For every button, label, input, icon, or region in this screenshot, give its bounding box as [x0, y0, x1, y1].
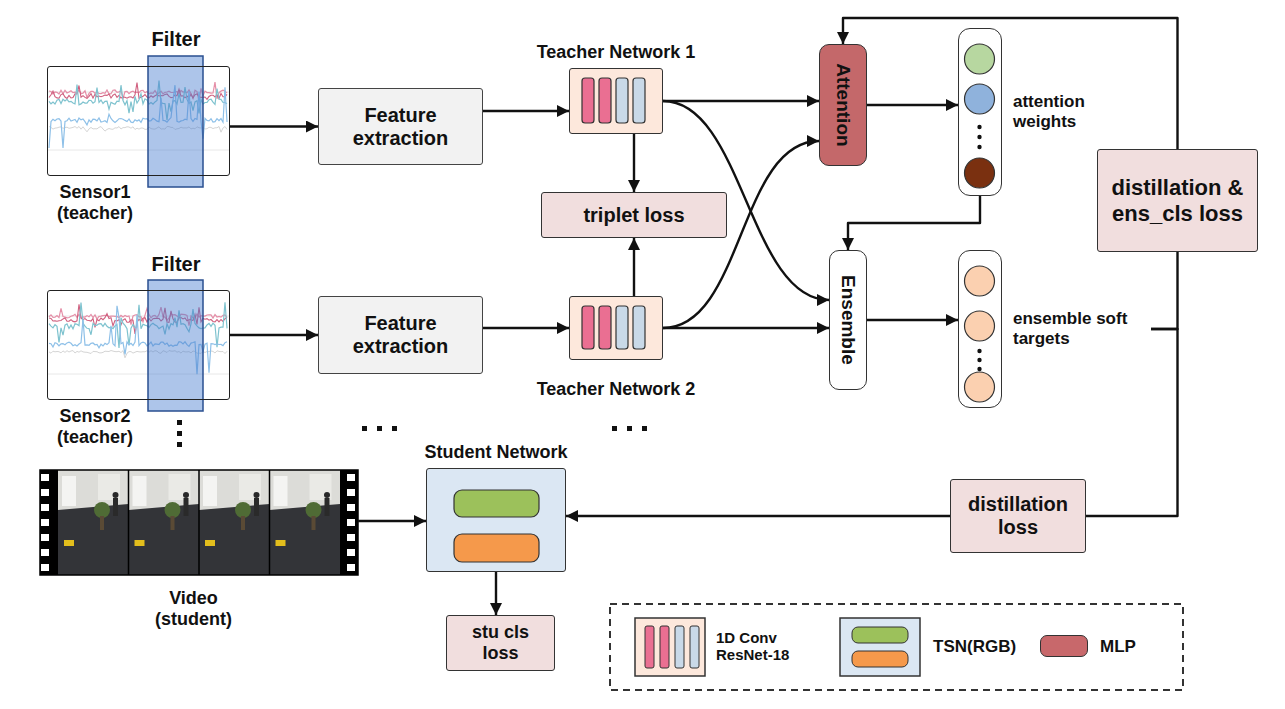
node-label: stu cls loss	[461, 622, 541, 663]
node-art	[570, 297, 661, 358]
connector	[230, 334, 318, 336]
connector	[843, 18, 1178, 149]
ellipsis-dot	[977, 367, 981, 371]
loss-box: distillation loss	[950, 479, 1086, 553]
node-art	[570, 69, 661, 132]
connector	[1086, 329, 1178, 516]
ellipsis-dot	[977, 349, 981, 353]
connector	[358, 520, 426, 522]
connector	[867, 104, 958, 106]
node-art	[427, 469, 564, 570]
soft-target-vector: ensemble soft targets	[958, 250, 1002, 408]
vector-element	[965, 266, 995, 296]
weight-vector: attention weights	[958, 28, 1002, 196]
node-label: Attention	[832, 63, 854, 146]
connector	[663, 327, 829, 329]
resnet-icon	[635, 618, 705, 676]
legend-text: TSN(RGB)	[933, 637, 1033, 657]
node-heading: Teacher Network 1	[537, 42, 696, 63]
node-art	[959, 251, 1000, 406]
node-label: Feature extraction	[331, 312, 471, 358]
loss-box: stu cls loss	[446, 615, 555, 671]
connector	[848, 196, 980, 250]
connector	[483, 327, 569, 329]
mlp-box: Attention	[819, 44, 867, 166]
vector-element	[965, 158, 995, 188]
node-art-part	[454, 534, 539, 562]
connector	[566, 515, 950, 517]
legend-swatch	[1040, 635, 1088, 657]
legend-text: MLP	[1100, 637, 1170, 657]
node-art-part	[633, 78, 645, 123]
node-art	[959, 29, 1000, 194]
tsn-icon	[840, 618, 920, 676]
node-art-part	[616, 306, 628, 349]
node-heading: Teacher Network 2	[537, 379, 696, 400]
node-heading: Sensor1 (teacher)	[40, 182, 150, 223]
vector-element	[965, 372, 995, 402]
sensor-signal-1	[47, 56, 230, 187]
filter-label: Filter	[148, 253, 204, 276]
ellipsis-dot	[977, 125, 981, 129]
node-label: distillation & ens_cls loss	[1108, 175, 1248, 226]
node-heading: Student Network	[424, 442, 567, 463]
connector	[633, 238, 635, 296]
connector	[1151, 252, 1178, 329]
node-art-part	[616, 78, 628, 123]
node-heading: Sensor2 (teacher)	[40, 406, 150, 447]
connector	[633, 134, 635, 192]
connector	[483, 110, 569, 112]
node-art-part	[454, 490, 539, 517]
node-label: Ensemble	[837, 275, 859, 365]
node-art-part	[633, 306, 645, 349]
node-heading: ensemble soft targets	[1013, 309, 1143, 348]
connector	[867, 319, 958, 321]
node-art-part	[599, 78, 611, 123]
film-strip	[40, 470, 358, 575]
ellipsis-dot	[977, 358, 981, 362]
node-heading: Video (student)	[139, 588, 249, 629]
legend-frame	[610, 604, 1183, 690]
node-label: Feature extraction	[331, 104, 471, 150]
connector	[230, 125, 318, 127]
sensor-plot: Sensor2 (teacher)	[47, 290, 230, 400]
process-box: Feature extraction	[318, 296, 483, 374]
vector-element	[965, 84, 995, 114]
loss-box: triplet loss	[541, 192, 727, 238]
student-network: Student Network	[426, 468, 566, 572]
node-art-part	[599, 306, 611, 349]
node-label: triplet loss	[583, 204, 684, 227]
connector	[663, 100, 819, 102]
sensor-signal-2	[47, 280, 230, 411]
process-box: Feature extraction	[318, 88, 483, 165]
node-art-part	[582, 306, 594, 349]
vector-element	[965, 44, 995, 74]
continuation-dots	[177, 420, 647, 447]
node-label: distillation loss	[961, 493, 1076, 539]
node-art-part	[582, 78, 594, 123]
node-heading: attention weights	[1013, 92, 1103, 131]
vector-element	[965, 311, 995, 341]
legend-text: 1D Conv ResNet-18	[716, 629, 816, 664]
ellipsis-dot	[977, 145, 981, 149]
sensor-plot: Sensor1 (teacher)	[47, 66, 230, 176]
ellipsis-dot	[977, 135, 981, 139]
teacher-network: Teacher Network 2	[569, 296, 663, 360]
teacher-network: Teacher Network 1	[569, 68, 663, 134]
ensemble-box: Ensemble	[829, 250, 867, 390]
video-clip: Video (student)	[40, 470, 358, 575]
loss-box: distillation & ens_cls loss	[1097, 149, 1258, 252]
filter-label: Filter	[148, 28, 204, 51]
connector	[495, 572, 497, 615]
